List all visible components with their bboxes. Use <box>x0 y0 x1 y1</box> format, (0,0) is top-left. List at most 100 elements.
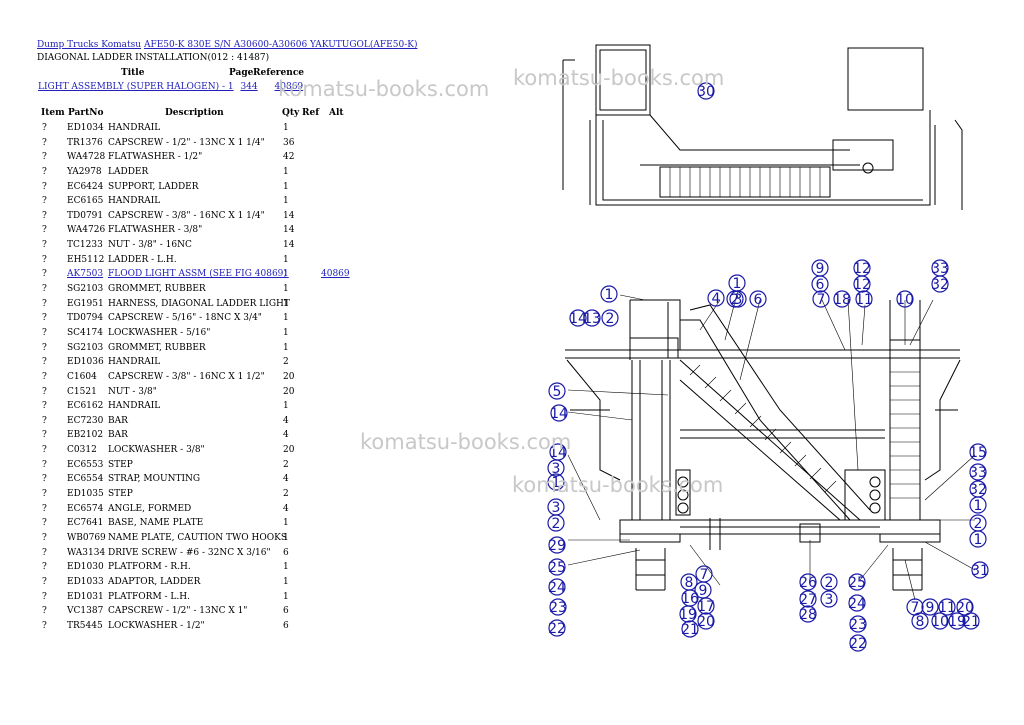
qty-cell: 1 <box>283 342 289 353</box>
breadcrumb-model-link[interactable]: AFE50-K 830E S/N A30600-A30606 YAKUTUGOL… <box>143 40 418 50</box>
item-cell: ? <box>42 313 47 324</box>
col-item: Item <box>41 108 65 118</box>
callout-label: 32 <box>931 277 949 293</box>
ref-reference-link[interactable]: 40869 <box>274 82 304 92</box>
callout-28: 28 <box>799 605 817 623</box>
item-cell: ? <box>42 474 47 485</box>
partno-cell: WA3134 <box>67 547 106 558</box>
item-cell: ? <box>42 415 47 426</box>
description-cell: LOCKWASHER - 5/16" <box>108 327 211 338</box>
qty-cell: 20 <box>283 371 295 382</box>
callout-30: 30 <box>697 82 715 100</box>
callout-label: 6 <box>816 277 825 293</box>
partno-cell: EC6574 <box>67 503 104 514</box>
qty-cell: 1 <box>283 327 289 338</box>
callout-32: 32 <box>969 480 987 498</box>
callout-label: 3 <box>825 592 834 608</box>
qty-cell: 1 <box>283 313 289 324</box>
description-cell: GROMMET, RUBBER <box>108 342 206 353</box>
callout-19: 19 <box>679 605 697 623</box>
item-cell: ? <box>42 210 47 221</box>
qty-cell: 2 <box>283 357 289 368</box>
partno-cell: ED1030 <box>67 562 104 573</box>
callout-22: 22 <box>548 619 566 637</box>
callout-label: 7 <box>911 600 920 616</box>
callout-7: 7 <box>812 290 830 308</box>
callout-18: 18 <box>833 290 851 308</box>
partno-cell: EC7230 <box>67 415 104 426</box>
ref-page-link[interactable]: 344 <box>240 82 258 92</box>
callout-31: 31 <box>971 561 989 579</box>
partno-cell: VC1387 <box>67 606 104 617</box>
item-cell: ? <box>42 401 47 412</box>
description-cell: CAPSCREW - 3/8" - 16NC X 1 1/2" <box>108 371 265 382</box>
callout-label: 9 <box>816 261 825 277</box>
description-cell: NUT - 3/8" - 16NC <box>108 240 192 251</box>
callout-label: 1 <box>733 276 742 292</box>
description-cell: CAPSCREW - 1/2" - 13NC X 1 1/4" <box>108 137 265 148</box>
qty-cell[interactable]: 1 <box>283 269 289 280</box>
breadcrumb-root-link[interactable]: Dump Trucks Komatsu <box>37 40 142 50</box>
item-cell: ? <box>42 269 47 280</box>
callout-21: 21 <box>962 612 980 630</box>
callout-26: 26 <box>799 573 817 591</box>
callout-label: 3 <box>552 461 561 477</box>
qty-cell: 4 <box>283 415 289 426</box>
callout-21: 21 <box>681 620 699 638</box>
description-cell: SUPPORT, LADDER <box>108 181 199 192</box>
description-cell: STRAP, MOUNTING <box>108 474 201 485</box>
callout-label: 29 <box>548 538 566 554</box>
callout-label: 33 <box>931 261 949 277</box>
callout-label: 23 <box>549 600 567 616</box>
description-cell[interactable]: FLOOD LIGHT ASSM (SEE FIG 40869) <box>108 269 287 280</box>
callout-2: 2 <box>601 309 619 327</box>
callout-33: 33 <box>931 259 949 277</box>
item-cell: ? <box>42 137 47 148</box>
item-cell: ? <box>42 240 47 251</box>
callout-14: 14 <box>569 309 587 327</box>
breadcrumb: Dump Trucks Komatsu AFE50-K 830E S/N A30… <box>37 40 417 50</box>
item-cell: ? <box>42 181 47 192</box>
qty-cell: 1 <box>283 166 289 177</box>
callout-22: 22 <box>849 634 867 652</box>
partno-cell[interactable]: AK7503 <box>67 269 104 280</box>
item-cell: ? <box>42 562 47 573</box>
callout-label: 22 <box>548 621 566 637</box>
qty-cell: 1 <box>283 562 289 573</box>
callout-label: 8 <box>916 614 925 630</box>
ref-title-link[interactable]: LIGHT ASSEMBLY (SUPER HALOGEN) - 1 <box>38 82 234 92</box>
callout-29: 29 <box>548 536 566 554</box>
description-cell: PLATFORM - R.H. <box>108 562 191 573</box>
partno-cell: C1521 <box>67 386 97 397</box>
callout-label: 1 <box>605 287 614 303</box>
item-cell: ? <box>42 606 47 617</box>
callout-15: 15 <box>969 443 987 461</box>
callout-label: 19 <box>948 614 966 630</box>
qty-cell: 1 <box>283 254 289 265</box>
description-cell: LADDER - L.H. <box>108 254 177 265</box>
callout-label: 10 <box>931 614 949 630</box>
alt-cell[interactable]: 40869 <box>321 269 350 280</box>
col-ref: Ref <box>302 108 320 118</box>
description-cell: HANDRAIL <box>108 123 161 133</box>
ref-header-page: Page <box>229 68 254 78</box>
qty-cell: 1 <box>283 532 289 543</box>
col-qty: Qty <box>282 108 300 118</box>
callout-label: 27 <box>799 592 817 608</box>
description-cell: BAR <box>108 415 128 426</box>
callout-label: 18 <box>833 292 851 308</box>
callout-label: 2 <box>552 516 561 532</box>
partno-cell: WA4728 <box>67 152 106 163</box>
callout-label: 23 <box>849 617 867 633</box>
callout-1: 1 <box>600 285 618 303</box>
callout-12: 12 <box>853 259 871 277</box>
qty-cell: 20 <box>283 445 295 456</box>
callout-label: 17 <box>697 599 715 615</box>
callout-9: 9 <box>811 259 829 277</box>
partno-cell: ED1035 <box>67 489 104 500</box>
item-cell: ? <box>42 225 47 236</box>
qty-cell: 14 <box>283 240 295 251</box>
callout-2: 2 <box>726 290 744 308</box>
item-cell: ? <box>42 459 47 470</box>
